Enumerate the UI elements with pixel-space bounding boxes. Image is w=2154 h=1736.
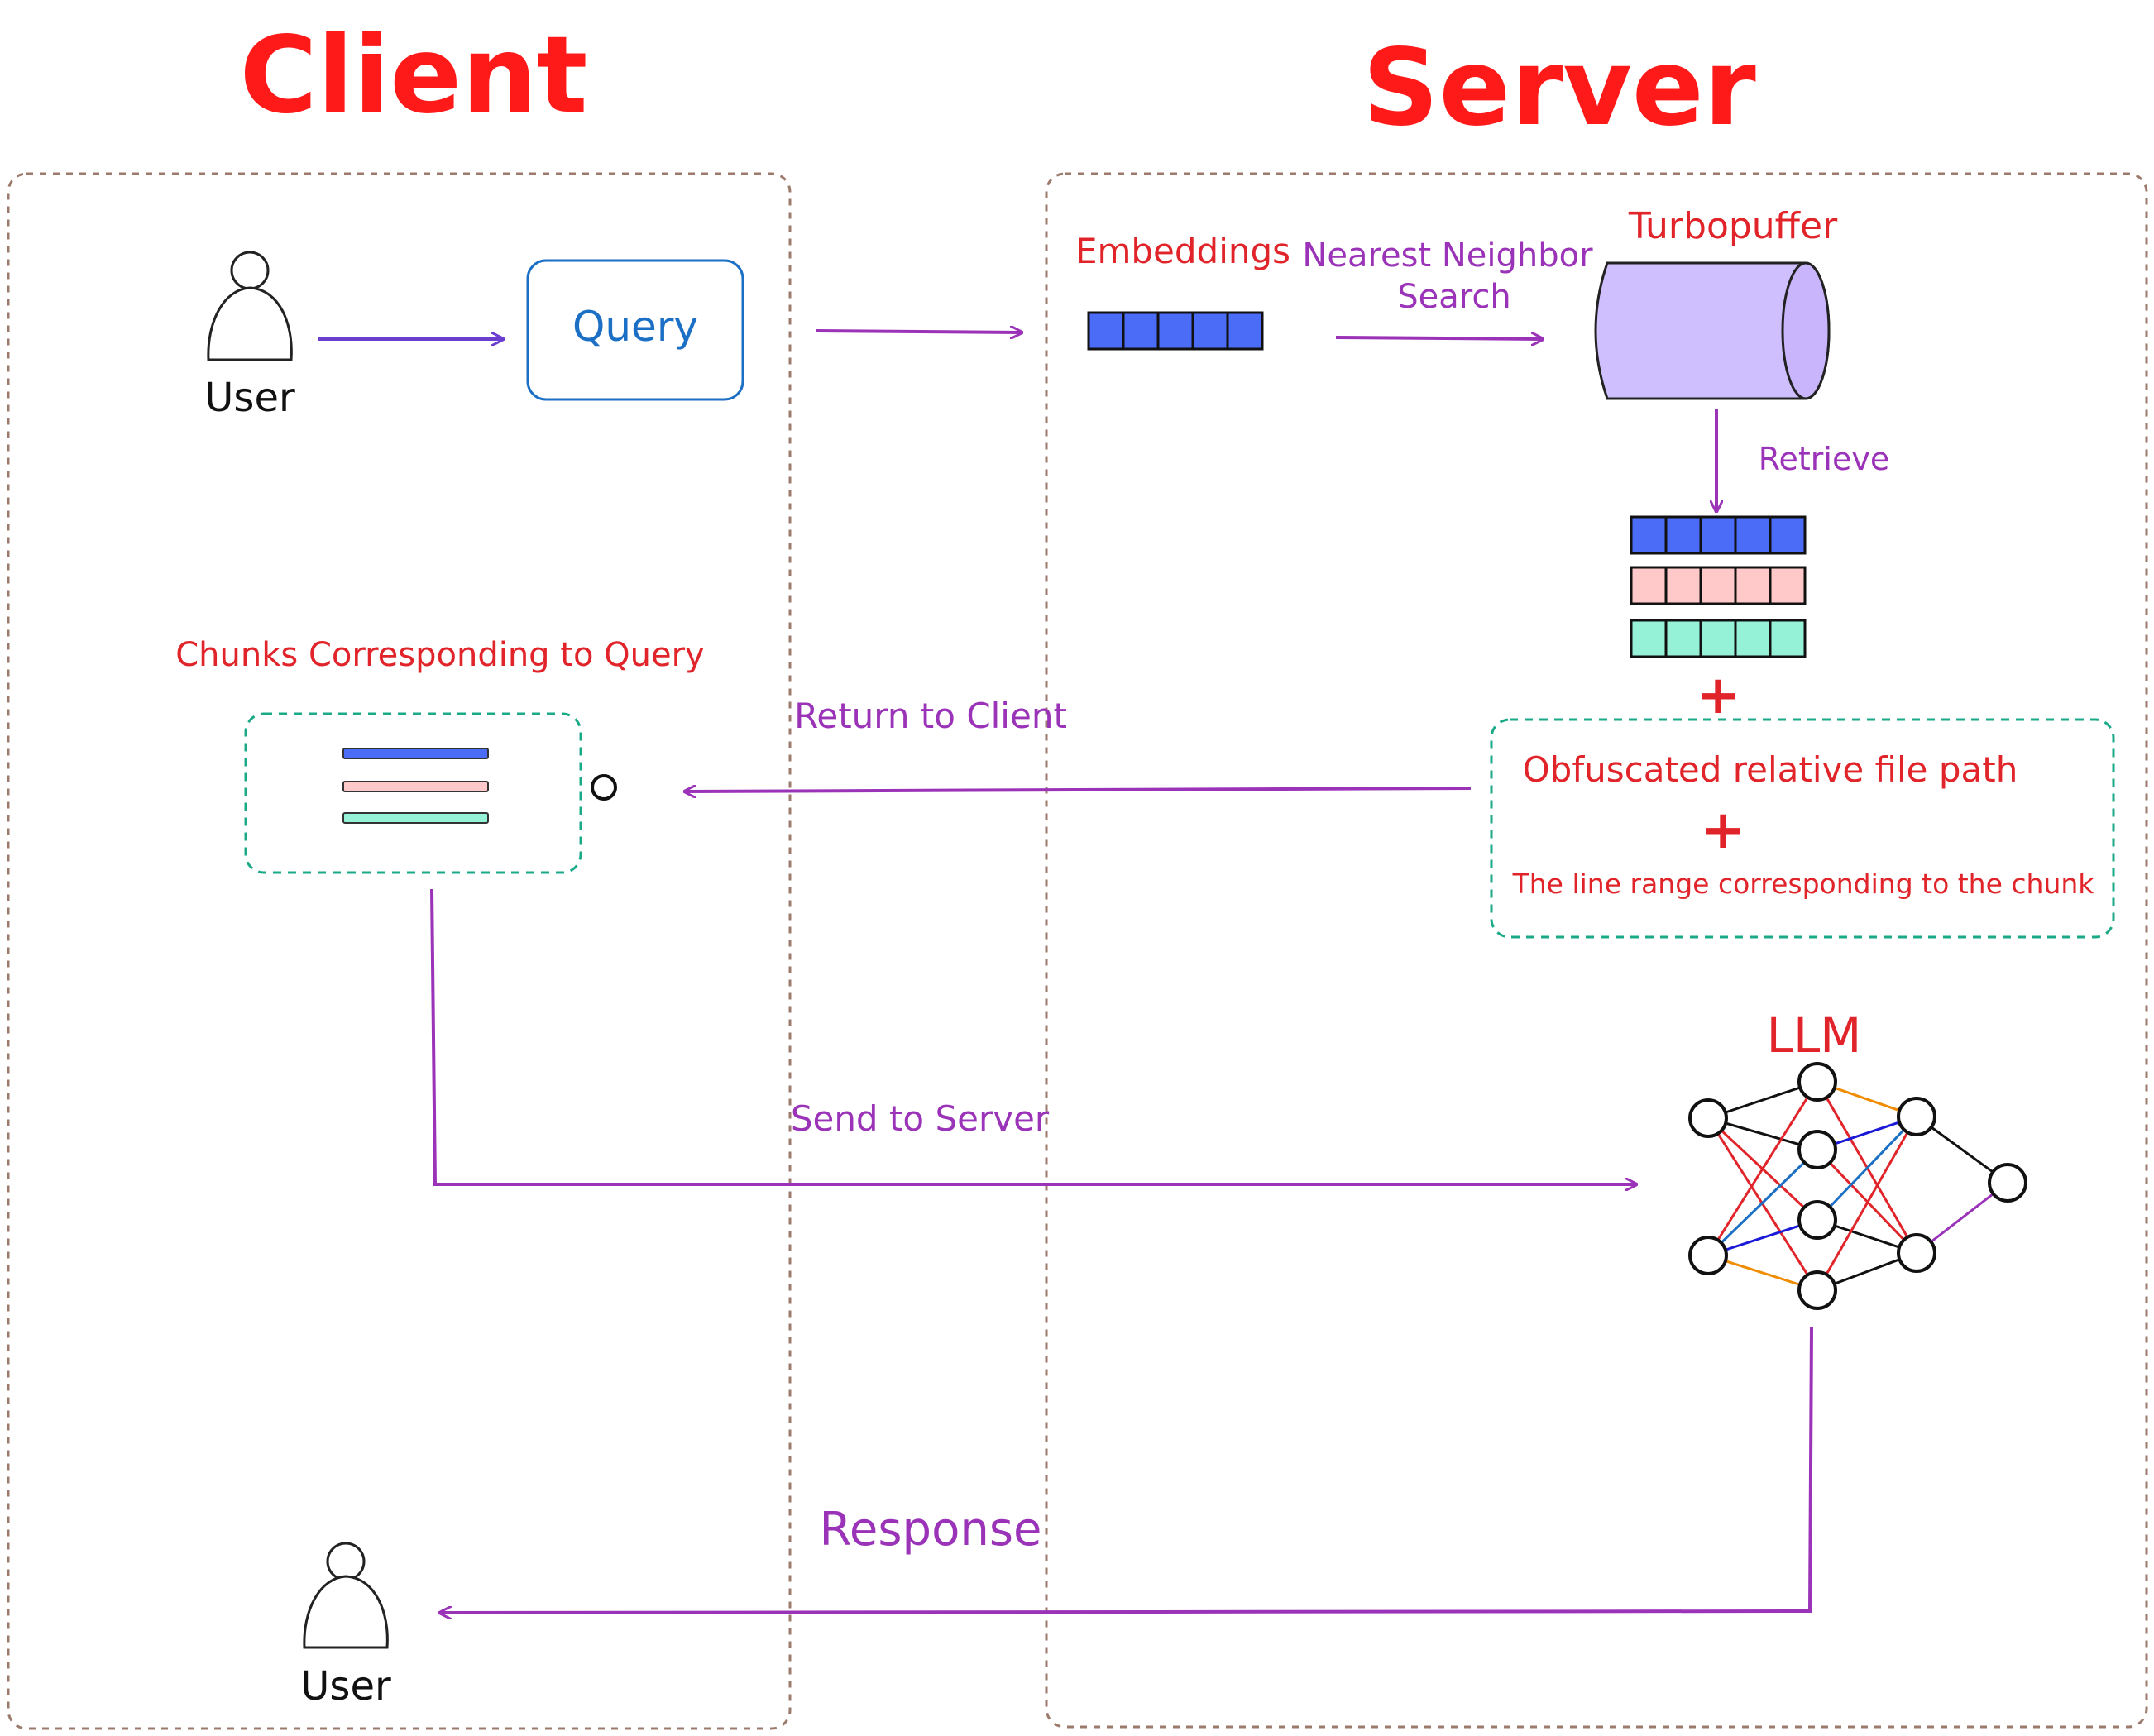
arrow-query-to-server xyxy=(816,331,1022,332)
nn-node xyxy=(1797,1200,1837,1240)
arrow-send-to-server xyxy=(430,888,1636,1184)
embedding-vector xyxy=(1087,311,1264,351)
nn-edge xyxy=(1816,1115,1918,1222)
arrow-embedding-to-turbopuffer xyxy=(1335,337,1543,339)
vector-cell xyxy=(1191,311,1229,351)
nn-node xyxy=(1688,1098,1728,1138)
user-label-top: User xyxy=(204,375,295,421)
chunk-bar-blue xyxy=(342,748,489,759)
nn-node xyxy=(1797,1062,1837,1102)
vector-cell xyxy=(1122,311,1160,351)
chunk-bar-pink xyxy=(342,781,489,792)
embeddings-label: Embeddings xyxy=(1075,231,1290,271)
send-to-server-label: Send to Server xyxy=(791,1098,1050,1139)
retrieved-vector-blue xyxy=(1630,515,1807,555)
nn-search-label-line2: Search xyxy=(1397,278,1510,316)
neural-network-icon xyxy=(1688,1062,2027,1310)
connector-point xyxy=(591,774,617,801)
vector-cell xyxy=(1769,619,1807,658)
server-container xyxy=(1045,172,2148,1729)
arrow-response xyxy=(440,1327,1813,1613)
retrieve-label: Retrieve xyxy=(1759,441,1889,477)
metadata-box xyxy=(1490,718,2115,939)
vector-cell xyxy=(1664,515,1702,555)
client-container xyxy=(7,172,792,1730)
vector-cell xyxy=(1087,311,1125,351)
response-label: Response xyxy=(820,1503,1042,1557)
vector-cell xyxy=(1226,311,1264,351)
chunk-bar-teal xyxy=(342,812,489,824)
vector-cell xyxy=(1734,619,1772,658)
nn-edge xyxy=(1816,1116,1918,1291)
vector-cell xyxy=(1734,515,1772,555)
vector-cell xyxy=(1699,619,1737,658)
retrieved-vector-teal xyxy=(1630,619,1807,658)
nn-node xyxy=(1797,1270,1837,1310)
vector-cell xyxy=(1664,566,1702,605)
chunks-box xyxy=(244,712,582,874)
nn-node xyxy=(1988,1163,2027,1203)
client-section-title: Client xyxy=(240,14,588,137)
chunks-title: Chunks Corresponding to Query xyxy=(175,636,704,674)
vector-cell xyxy=(1769,566,1807,605)
nn-search-label-line1: Nearest Neighbor xyxy=(1302,237,1593,275)
return-to-client-label: Return to Client xyxy=(794,696,1067,736)
query-box xyxy=(526,259,744,401)
vector-cell xyxy=(1699,515,1737,555)
nn-edge xyxy=(1706,1081,1819,1256)
nn-node xyxy=(1797,1130,1837,1169)
turbopuffer-label: Turbopuffer xyxy=(1628,205,1838,247)
nn-node xyxy=(1688,1236,1728,1275)
vector-cell xyxy=(1769,515,1807,555)
user-icon xyxy=(207,251,293,361)
user-label-bottom: User xyxy=(300,1663,391,1710)
plus-sign-middle: + xyxy=(1701,800,1745,861)
vector-cell xyxy=(1630,515,1668,555)
server-section-title: Server xyxy=(1362,26,1756,150)
vector-cell xyxy=(1734,566,1772,605)
vector-cell xyxy=(1630,619,1668,658)
query-label: Query xyxy=(572,303,698,351)
nn-node xyxy=(1897,1233,1936,1273)
line-range-label: The line range corresponding to the chun… xyxy=(1512,868,2095,900)
retrieved-vector-pink xyxy=(1630,566,1807,605)
llm-label: LLM xyxy=(1767,1007,1862,1064)
vector-cell xyxy=(1664,619,1702,658)
vector-cell xyxy=(1156,311,1194,351)
plus-sign-top: + xyxy=(1696,665,1740,726)
user-icon xyxy=(303,1542,389,1649)
database-cylinder-icon xyxy=(1594,261,1831,400)
nn-edge xyxy=(1706,1148,1819,1257)
nn-node xyxy=(1897,1097,1936,1136)
obfuscated-path-label: Obfuscated relative file path xyxy=(1523,749,2018,790)
vector-cell xyxy=(1699,566,1737,605)
arrow-return-to-client xyxy=(685,788,1472,791)
vector-cell xyxy=(1630,566,1668,605)
